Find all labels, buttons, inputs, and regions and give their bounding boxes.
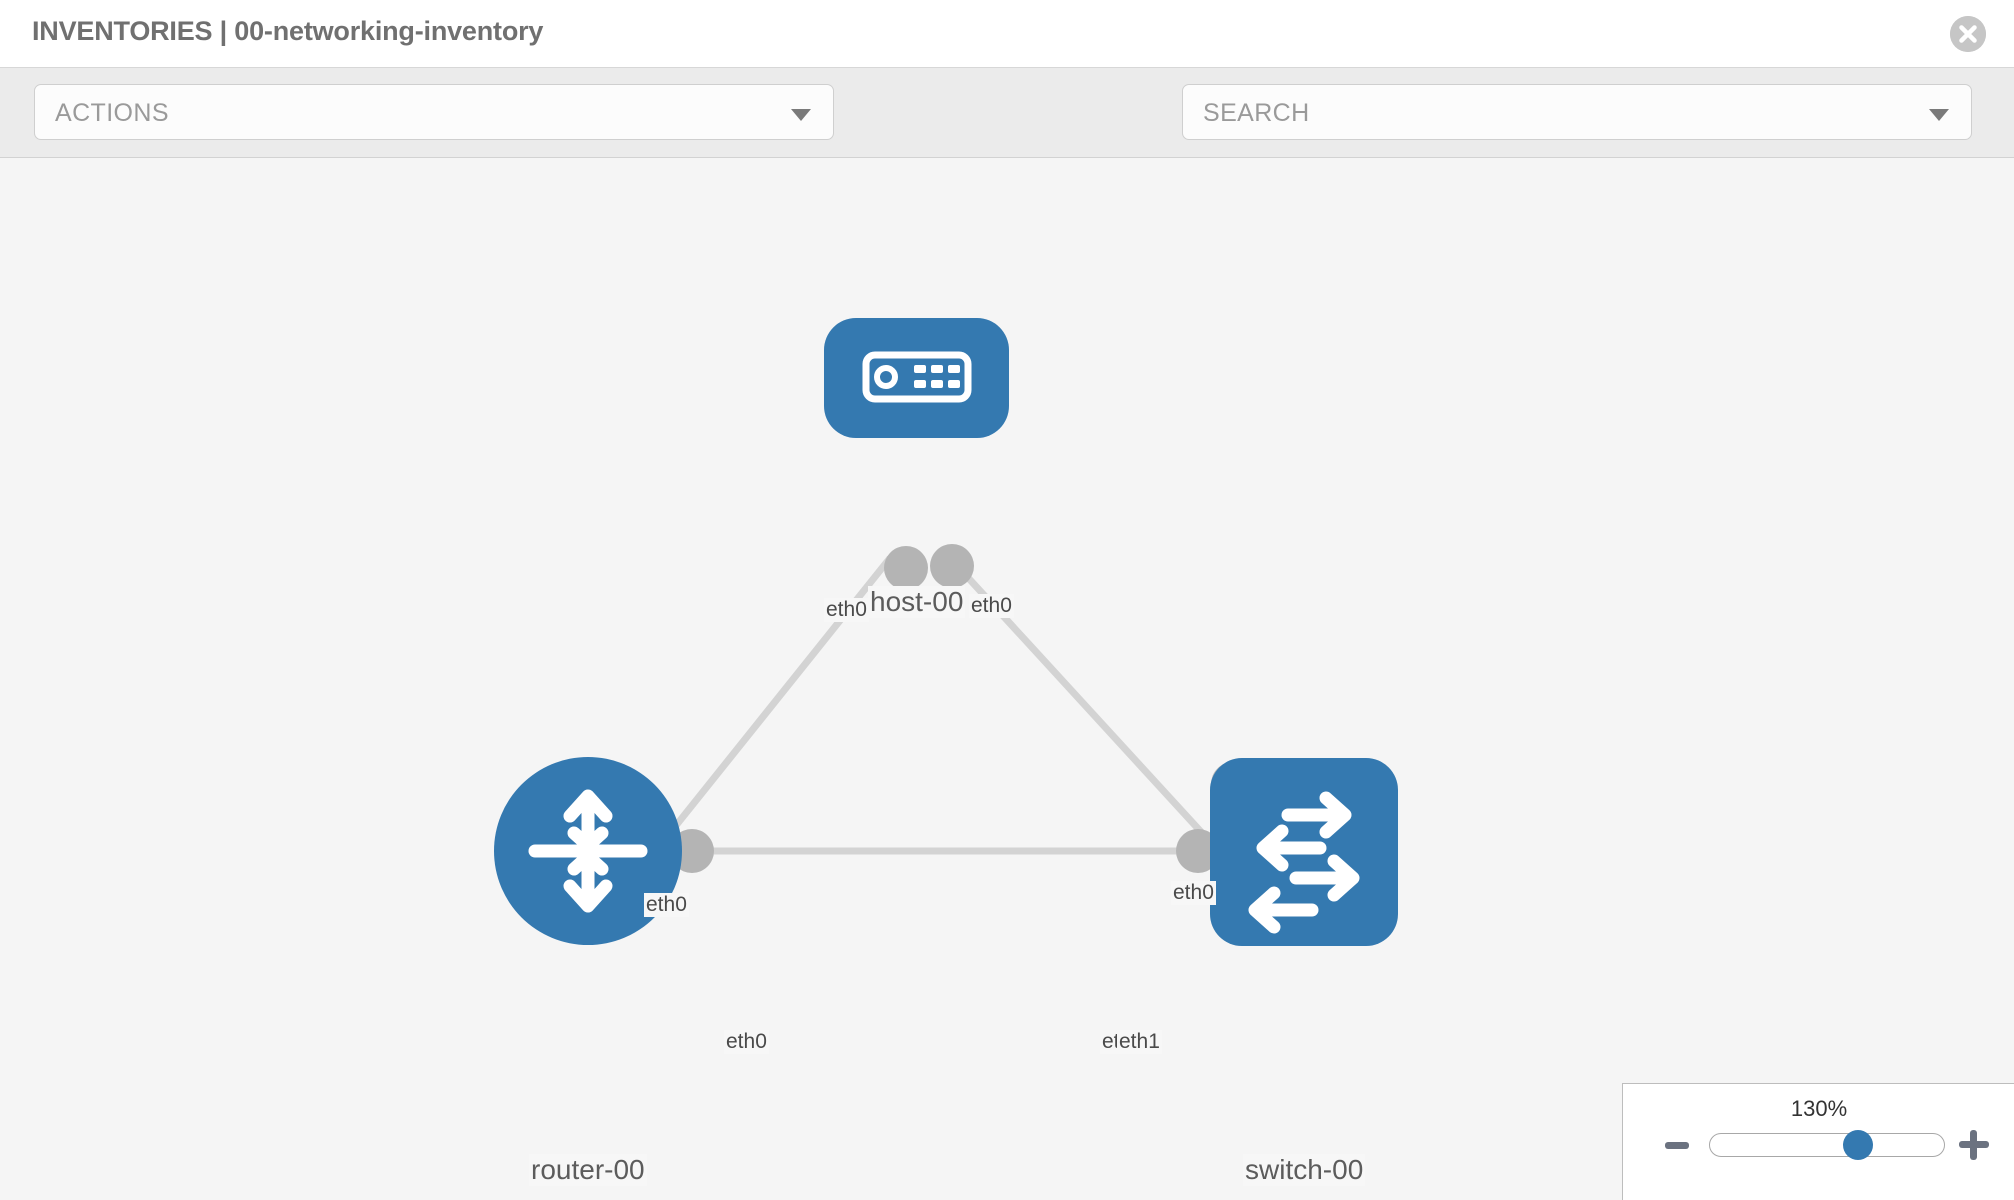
node-switch-00[interactable] bbox=[1210, 758, 1398, 946]
zoom-percent-label: 130% bbox=[1790, 1096, 1848, 1121]
iface-label: eth1 bbox=[1117, 1030, 1162, 1054]
topology-graph bbox=[494, 318, 1398, 946]
toolbar: ACTIONS SEARCH bbox=[0, 68, 2014, 188]
iface-label: eth0 bbox=[969, 594, 1014, 618]
iface-label: eth0 bbox=[644, 893, 689, 917]
node-label-host: host-00 bbox=[868, 586, 966, 618]
connector-host-left bbox=[884, 546, 928, 590]
zoom-slider-track[interactable] bbox=[1709, 1133, 1945, 1157]
actions-dropdown[interactable]: ACTIONS bbox=[34, 84, 834, 140]
search-input[interactable]: SEARCH bbox=[1182, 84, 1972, 140]
iface-label: eth0 bbox=[1171, 881, 1216, 905]
search-placeholder: SEARCH bbox=[1203, 99, 1310, 127]
iface-label: eth0 bbox=[724, 1030, 769, 1054]
zoom-control-panel: 130% bbox=[1622, 1083, 2014, 1200]
topology-canvas[interactable]: eth0 eth0 eth0 eth0 eth0 eth eth1 host-0… bbox=[0, 158, 2014, 1200]
connector-switch-west bbox=[1176, 829, 1220, 873]
node-router-00[interactable] bbox=[494, 757, 682, 945]
page-title: INVENTORIES | 00-networking-inventory bbox=[32, 16, 544, 46]
minus-icon[interactable] bbox=[1665, 1142, 1689, 1149]
node-host-00[interactable] bbox=[824, 318, 1009, 438]
chevron-down-icon bbox=[1929, 109, 1949, 121]
close-icon[interactable] bbox=[1950, 16, 1986, 52]
iface-label: eth0 bbox=[824, 598, 869, 622]
connector-host-right bbox=[930, 544, 974, 588]
page-header: INVENTORIES | 00-networking-inventory bbox=[0, 0, 2014, 68]
plus-icon[interactable] bbox=[1959, 1130, 1989, 1160]
zoom-slider-thumb[interactable] bbox=[1843, 1130, 1873, 1160]
node-label-switch: switch-00 bbox=[1243, 1154, 1366, 1186]
chevron-down-icon bbox=[791, 109, 811, 121]
node-label-router: router-00 bbox=[529, 1154, 647, 1186]
actions-dropdown-label: ACTIONS bbox=[55, 99, 169, 127]
